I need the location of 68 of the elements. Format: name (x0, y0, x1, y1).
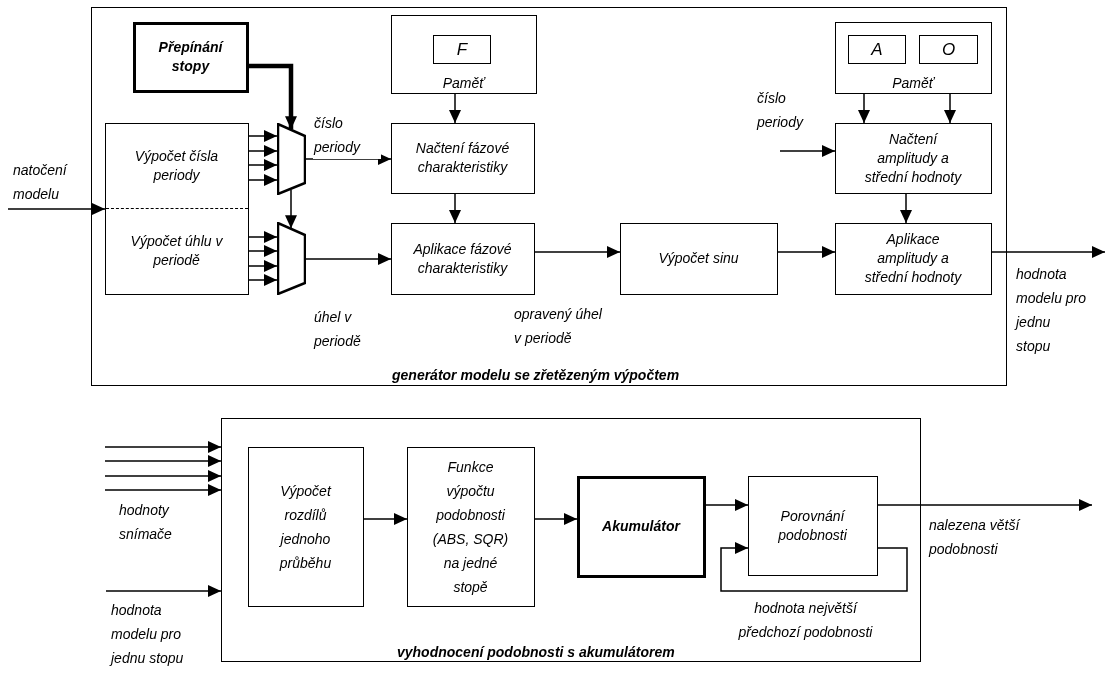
arrow (779, 145, 836, 157)
arrow (877, 499, 1093, 511)
arrow (248, 231, 278, 243)
box-text: Aplikace amplitudy a střední hodnoty (863, 230, 963, 287)
arrow (248, 174, 278, 186)
process-box (390, 122, 535, 194)
arrow (248, 145, 278, 157)
process-box (390, 222, 535, 295)
arrow (105, 585, 222, 597)
process-box (132, 21, 249, 93)
arrow (7, 203, 106, 215)
process-box (747, 475, 878, 576)
arrow (305, 253, 392, 265)
box-text: Výpočet sinu (657, 249, 740, 268)
arrow (248, 159, 278, 171)
box-text: Načtení amplitudy a střední hodnoty (863, 129, 963, 187)
box-text: Výpočet rozdílů jednoho průběhu (278, 481, 333, 573)
group-title: vyhodnocení podobnosti s akumulátorem (397, 643, 675, 662)
arrow (104, 470, 222, 482)
box-text: Paměť (891, 73, 936, 93)
memory-field (433, 35, 491, 64)
field-label: O (940, 40, 957, 59)
arrow (104, 455, 222, 467)
box-text: Výpočet čísla periody (133, 147, 220, 185)
process-box (247, 446, 364, 607)
box-text: Funkce výpočtu podobnosti (ABS, SQR) na jedné stopě (431, 457, 510, 597)
group-title: generátor modelu se zřetězeným výpočtem (392, 366, 680, 385)
box-text: Načtení fázové charakteristiky (414, 139, 511, 177)
box-text: Paměť (441, 73, 487, 93)
arrow (248, 130, 278, 142)
arrow (248, 245, 278, 257)
arrow (900, 193, 912, 224)
arrow (449, 93, 461, 124)
box-text: Aplikace fázové charakteristiky (412, 239, 513, 278)
arrow (720, 542, 908, 592)
arrow (991, 246, 1106, 258)
arrow (449, 193, 461, 224)
box-text: Porovnání podobnosti (777, 506, 848, 545)
arrow (248, 260, 278, 272)
arrow (944, 93, 956, 124)
process-box (406, 446, 535, 607)
process-box (576, 475, 706, 578)
arrow (777, 246, 836, 258)
field-label: A (869, 40, 884, 59)
arrow (858, 93, 870, 124)
arrow (534, 513, 578, 525)
arrow (363, 513, 408, 525)
process-box (834, 222, 992, 295)
arrow (705, 499, 749, 511)
process-box (619, 222, 778, 295)
memory-box (390, 14, 537, 94)
memory-field (848, 35, 906, 64)
arrow (104, 441, 222, 453)
memory-field (919, 35, 978, 64)
field-label: F (455, 40, 469, 59)
group-frame (91, 7, 1007, 386)
box-text: Výpočet úhlu v periodě (129, 232, 224, 270)
group-frame (221, 418, 921, 662)
memory-box (834, 21, 992, 94)
arrow (248, 274, 278, 286)
process-box (834, 122, 992, 194)
arrow (534, 246, 621, 258)
arrow (305, 153, 392, 165)
process-box (104, 122, 249, 295)
arrow (249, 63, 297, 130)
arrow (104, 484, 222, 496)
box-text: Přepínání stopy (157, 38, 225, 76)
box-text: Akumulátor (601, 517, 682, 536)
